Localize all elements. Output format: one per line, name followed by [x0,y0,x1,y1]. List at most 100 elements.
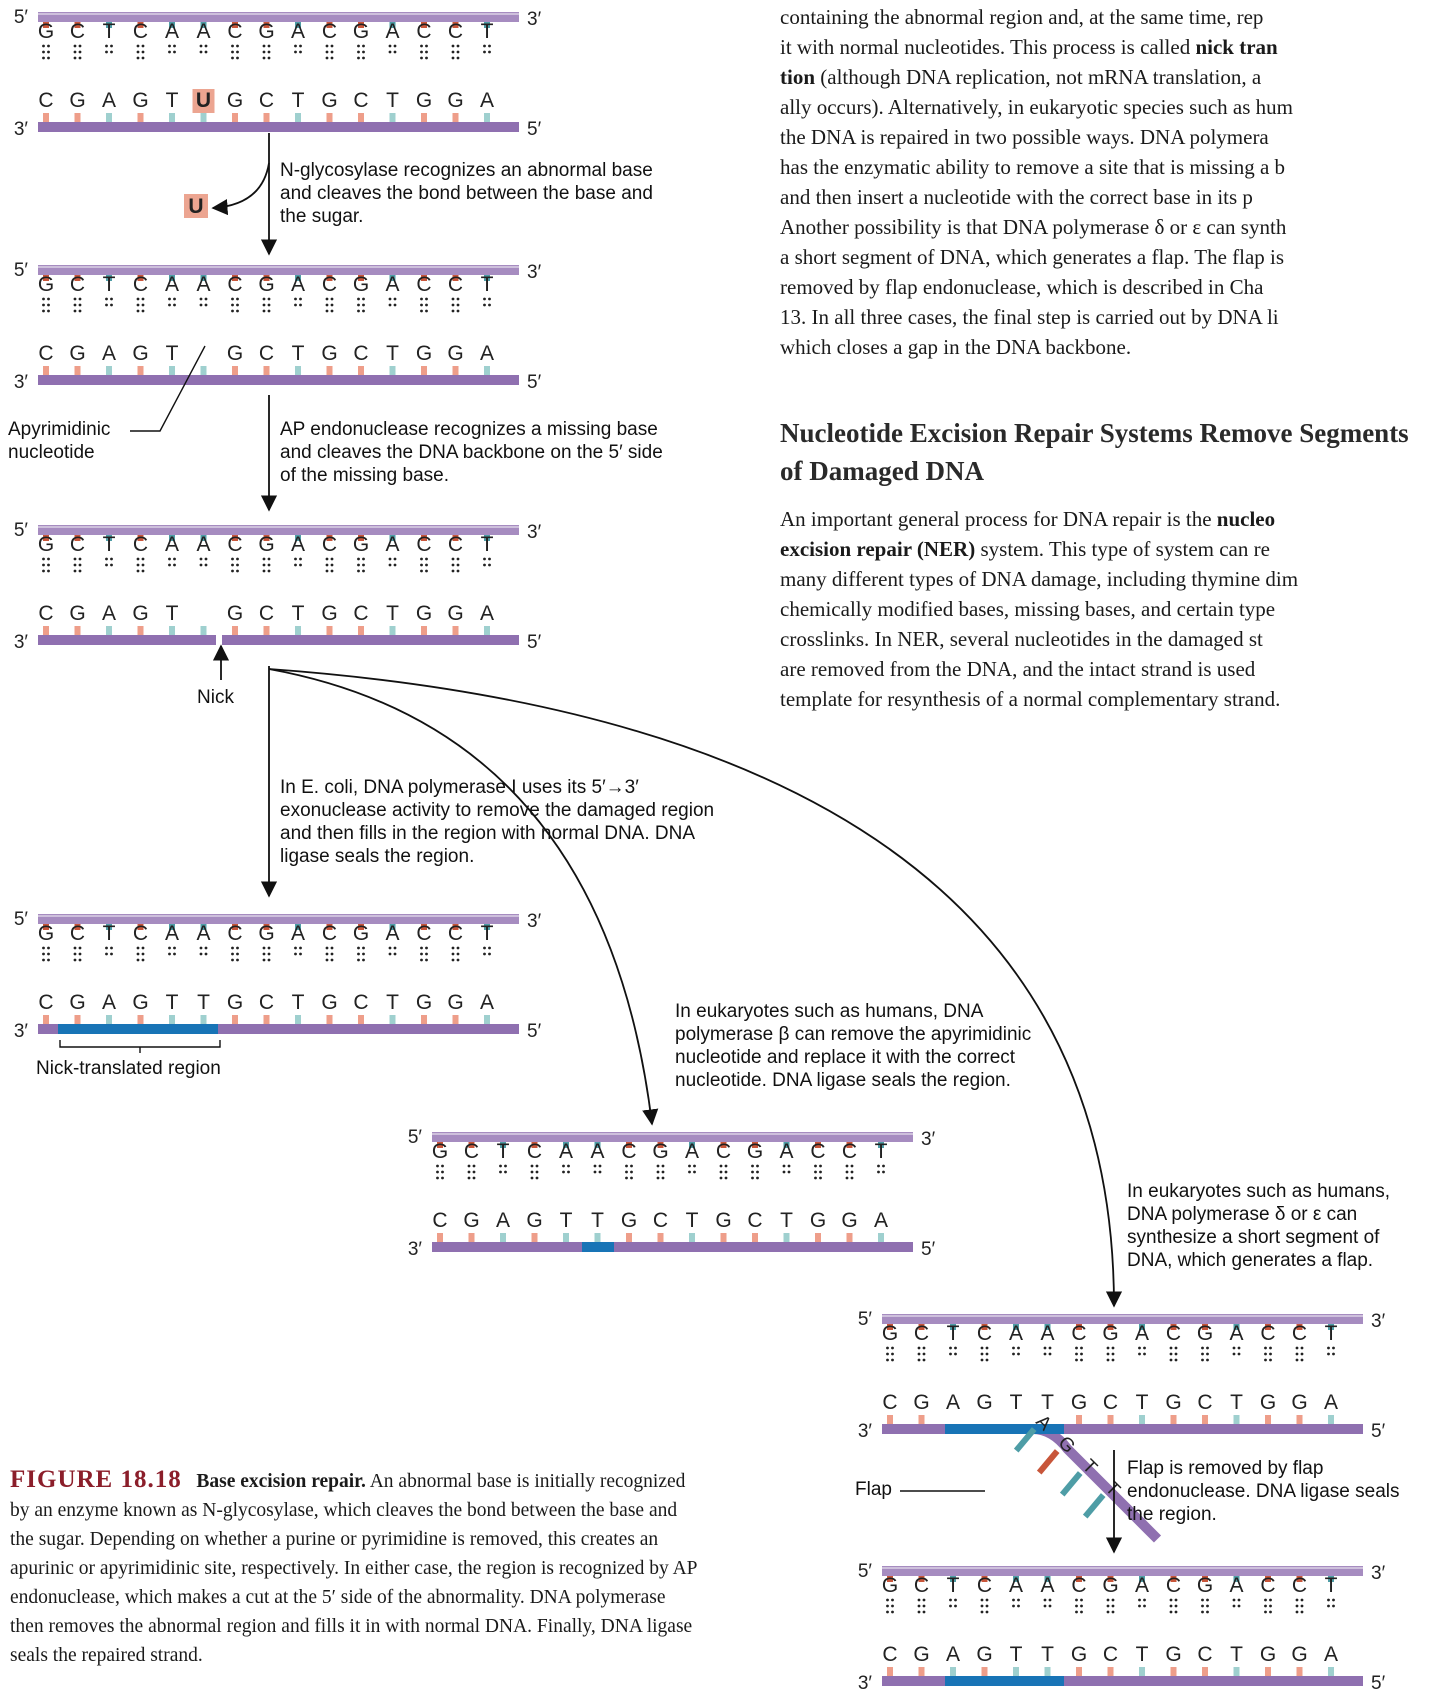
h-bond-dot [425,309,428,313]
h-bond-dot [922,1604,926,1608]
top-base-letter: A [291,533,305,556]
backbone-highlight [432,1133,913,1135]
h-bond-dot [1201,1346,1204,1350]
top-base-stick [263,535,270,541]
top-base-letter: A [1135,1574,1149,1597]
h-bond-dot [985,1346,989,1350]
bottom-base-stick [1107,1667,1114,1676]
flap-base-stick [1013,1427,1037,1453]
h-bond-dot [110,563,113,567]
h-bond-dot [262,958,266,962]
h-bond-dot [73,569,77,573]
bottom-base-letter: G [321,991,337,1014]
h-bond-dot [42,56,45,60]
h-bond-dot [954,1598,957,1602]
h-bond-dot [451,56,455,60]
bottom-base-stick [389,1015,396,1024]
five-prime-label: 5′ [921,1239,936,1260]
h-bond-dot [173,946,176,950]
h-bond-dot [814,1170,817,1174]
text-line: the DNA is repaired in two possible ways… [780,125,1269,149]
h-bond-dot [425,958,428,962]
top-base-letter: A [196,273,210,296]
top-base-letter: T [947,1574,960,1597]
h-bond-dot [420,958,423,962]
h-bond-dot [420,952,423,956]
bottom-base-letter: G [132,342,148,365]
h-bond-dot [1174,1352,1178,1356]
h-bond-dot [105,557,108,561]
released-uracil-letter: U [188,195,203,218]
h-bond-dot [294,557,297,561]
bottom-base-stick [1296,1415,1303,1424]
bottom-backbone [432,1242,913,1252]
bottom-base-letter: G [321,602,337,625]
h-bond-dot [42,50,45,54]
h-bond-dot [110,946,113,950]
h-bond-dot [299,303,302,307]
h-bond-dot [73,563,77,567]
h-bond-dot [472,1164,476,1168]
bottom-base-letter: A [102,89,116,112]
h-bond-dot [236,44,239,48]
top-base-letter: C [1260,1322,1275,1345]
h-bond-dot [1201,1358,1204,1362]
top-base-stick [326,535,333,541]
top-base-stick [263,275,270,281]
bottom-base-letter: T [560,1209,573,1232]
h-bond-dot [1106,1352,1110,1356]
top-base-stick [137,22,144,28]
top-base-letter: A [385,20,399,43]
h-bond-dot [456,958,460,962]
h-bond-dot [47,946,50,950]
top-base-letter: C [227,533,242,556]
backbone-highlight [38,266,519,268]
bottom-base-letter: G [227,89,243,112]
h-bond-dot [1269,1346,1272,1350]
h-bond-dot [1169,1598,1173,1602]
bottom-base-letter: C [747,1209,762,1232]
top-base-letter: C [70,273,85,296]
bottom-base-stick [484,113,490,122]
h-bond-dot [42,952,45,956]
top-base-stick [43,22,49,28]
bottom-base-stick [1139,1667,1145,1676]
h-bond-dot [1295,1352,1299,1356]
h-bond-dot [325,303,329,307]
top-base-stick [295,924,301,930]
top-base-stick [950,1576,956,1582]
flap-base-stick [1036,1449,1060,1475]
h-bond-dot [1206,1610,1209,1614]
h-bond-dot [1111,1358,1115,1362]
h-bond-dot [236,952,239,956]
text-line: chemically modified bases, missing bases… [780,597,1276,621]
h-bond-dot [231,309,234,313]
h-bond-dot [456,309,460,313]
h-bond-dot [724,1176,728,1180]
top-backbone [882,1314,1363,1324]
nick-translated-label: Nick-translated region [36,1058,221,1079]
h-bond-dot [845,1170,849,1174]
bottom-base-letter: C [38,89,53,112]
top-base-stick [720,1142,727,1148]
h-bond-dot [1206,1604,1209,1608]
h-bond-dot [42,309,45,313]
h-bond-dot [917,1604,921,1608]
bottom-base-letter: T [1041,1391,1054,1414]
text-line: many different types of DNA damage, incl… [780,567,1299,591]
h-bond-dot [756,1176,759,1180]
top-base-letter: A [1009,1322,1023,1345]
h-bond-dot [141,297,145,301]
h-bond-dot [42,946,45,950]
top-base-stick [1233,1324,1240,1330]
h-bond-dot [917,1358,921,1362]
flap-label: Flap [855,1479,892,1500]
h-bond-dot [330,297,334,301]
h-bond-dot [1232,1346,1236,1350]
body-paragraph-2: An important general process for DNA rep… [780,504,1429,714]
h-bond-dot [1300,1346,1304,1350]
h-bond-dot [110,44,113,48]
h-bond-dot [168,44,171,48]
top-base-stick [106,535,112,541]
bottom-base-letter: A [1324,1643,1338,1666]
